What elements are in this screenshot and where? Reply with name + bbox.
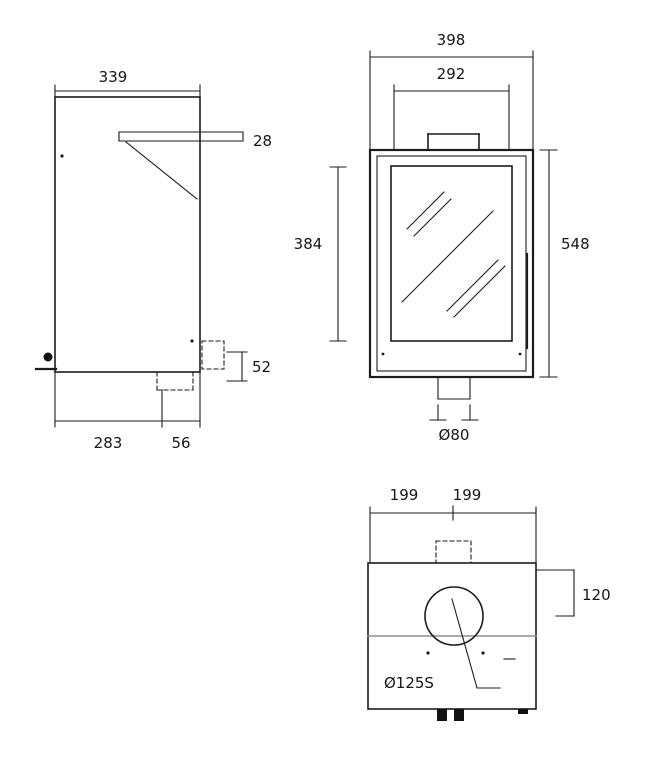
foot-rear bbox=[518, 709, 528, 714]
foot-right bbox=[454, 709, 464, 721]
front-glass-height-dimline bbox=[329, 166, 347, 342]
top-view: 199 199 Ø125S 120 bbox=[367, 486, 611, 721]
top-flue-offset-dim: 120 bbox=[582, 586, 611, 604]
front-view: 398 292 bbox=[294, 31, 590, 444]
front-flue-collar bbox=[427, 133, 480, 151]
front-glass-height-dim: 384 bbox=[294, 235, 323, 253]
screw-dot bbox=[426, 651, 430, 655]
screw-dot bbox=[518, 352, 522, 356]
side-depth-front-dim: 283 bbox=[94, 434, 123, 452]
foot-left bbox=[437, 709, 447, 721]
top-rear-flue-hidden bbox=[435, 540, 472, 564]
side-depth-dim: 339 bbox=[99, 68, 128, 86]
side-rear-foot-hidden bbox=[201, 340, 225, 370]
side-depth-rear-dim: 56 bbox=[171, 434, 190, 452]
screw-dot bbox=[190, 339, 194, 343]
side-handle-knob bbox=[43, 352, 53, 362]
screw-dot bbox=[481, 651, 485, 655]
side-baffle-line bbox=[125, 141, 198, 200]
front-inner-width-dim: 292 bbox=[437, 65, 466, 83]
front-inner-width-dimline bbox=[393, 84, 510, 150]
side-body-outline bbox=[54, 96, 201, 373]
screw-dot bbox=[381, 352, 385, 356]
flue-leader-line bbox=[451, 598, 501, 689]
side-flue-stub bbox=[118, 131, 244, 142]
side-base-height-dim: 52 bbox=[252, 358, 271, 376]
front-inner-frame bbox=[376, 155, 527, 372]
side-hidden-foot-box bbox=[156, 371, 194, 391]
front-outlet-box bbox=[437, 376, 471, 400]
side-bottom-dimline bbox=[54, 371, 201, 428]
front-overall-height-dimline bbox=[539, 149, 558, 378]
front-outlet-dimline bbox=[429, 404, 479, 421]
top-half-left-dim: 199 bbox=[390, 486, 419, 504]
front-glass bbox=[390, 165, 513, 342]
front-overall-height-dim: 548 bbox=[561, 235, 590, 253]
screw-dot bbox=[60, 154, 64, 158]
top-width-dimline bbox=[369, 505, 537, 564]
side-flue-dim: 28 bbox=[253, 132, 272, 150]
front-body-outline bbox=[368, 148, 535, 379]
side-view: 339 28 52 bbox=[34, 68, 272, 452]
side-base-height-dimline bbox=[226, 351, 248, 382]
front-overall-width-dimline bbox=[369, 50, 534, 150]
top-half-right-dim: 199 bbox=[453, 486, 482, 504]
glass-reflections bbox=[401, 191, 506, 318]
top-flue-offset-dimline bbox=[536, 569, 575, 617]
top-flue-circle bbox=[424, 586, 484, 646]
front-outlet-dim: Ø80 bbox=[439, 426, 470, 444]
front-overall-width-dim: 398 bbox=[437, 31, 466, 49]
side-depth-dimline bbox=[54, 84, 201, 98]
top-flue-diameter-label: Ø125S bbox=[384, 674, 434, 692]
